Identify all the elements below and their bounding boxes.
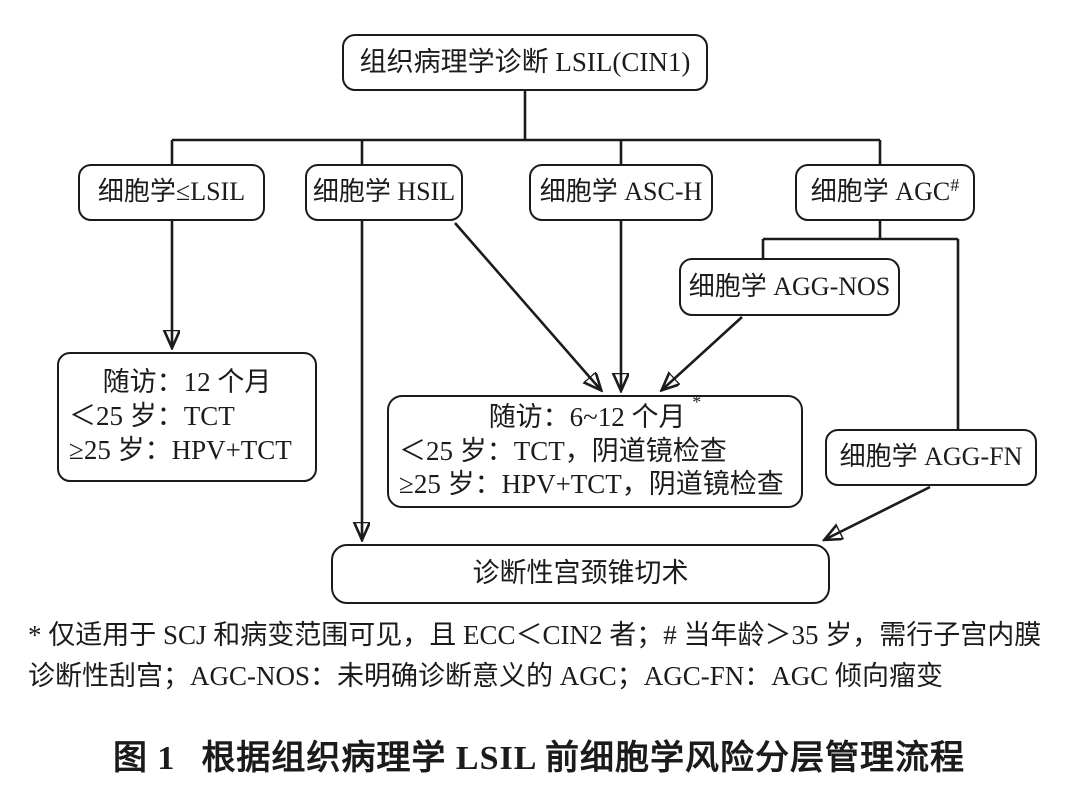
node-followup-12-months: 随访：12 个月 ＜25 岁：TCT ≥25 岁：HPV+TCT: [57, 352, 317, 482]
superscript-asterisk: *: [692, 391, 702, 412]
followup612-line1: 随访：6~12 个月 *: [399, 393, 791, 435]
footnote-line1: * 仅适用于 SCJ 和病变范围可见，且 ECC＜CIN2 者；# 当年龄＞35…: [28, 620, 1042, 650]
node-cytology-agg-nos: 细胞学 AGG-NOS: [679, 258, 900, 316]
node-label: 细胞学≤LSIL: [97, 177, 246, 207]
node-label: 细胞学 ASC-H: [539, 177, 703, 207]
node-label: 细胞学 AGG-NOS: [688, 271, 891, 301]
node-label: 细胞学 AGC: [810, 177, 951, 207]
node-cytology-agc: 细胞学 AGC#: [795, 164, 975, 221]
followup612-line1-text: 随访：6~12 个月: [488, 401, 686, 432]
figure-caption: 图 1 根据组织病理学 LSIL 前细胞学风险分层管理流程: [0, 730, 1078, 779]
arrow-aggfn-to-conization: [826, 485, 931, 539]
node-followup-6-12-months: 随访：6~12 个月 * ＜25 岁：TCT，阴道镜检查 ≥25 岁：HPV+T…: [387, 393, 803, 508]
figure-caption-text: 根据组织病理学 LSIL 前细胞学风险分层管理流程: [201, 740, 966, 777]
followup12-line2: ＜25 岁：TCT: [69, 401, 235, 432]
node-cytology-agg-fn: 细胞学 AGG-FN: [825, 429, 1037, 486]
node-cytology-le-lsil: 细胞学≤LSIL: [78, 164, 265, 221]
node-label: 组织病理学诊断 LSIL(CIN1): [359, 46, 691, 77]
node-diagnostic-conization: 诊断性宫颈锥切术: [331, 544, 830, 604]
node-histopathology-lsil: 组织病理学诊断 LSIL(CIN1): [342, 34, 708, 91]
followup12-line1: 随访：12 个月: [102, 367, 272, 398]
arrow-hsil-to-followup612: [454, 222, 600, 389]
node-label: 细胞学 AGG-FN: [839, 442, 1023, 472]
node-cytology-hsil: 细胞学 HSIL: [305, 164, 463, 221]
footnote-line2: 诊断性刮宫；AGC-NOS：未明确诊断意义的 AGC；AGC-FN：AGC 倾向…: [28, 661, 944, 691]
followup612-line3: ≥25 岁：HPV+TCT，阴道镜检查: [399, 469, 784, 500]
figure-caption-label: 图 1: [112, 740, 176, 777]
node-label: 诊断性宫颈锥切术: [472, 558, 689, 589]
followup612-line2: ＜25 岁：TCT，阴道镜检查: [399, 435, 727, 466]
arrow-aggnos-to-followup612: [663, 316, 743, 389]
node-label: 细胞学 HSIL: [312, 177, 456, 207]
followup12-line3: ≥25 岁：HPV+TCT: [69, 434, 292, 465]
node-cytology-asc-h: 细胞学 ASC-H: [529, 164, 713, 221]
figure-footnote: * 仅适用于 SCJ 和病变范围可见，且 ECC＜CIN2 者；# 当年龄＞35…: [28, 615, 1068, 697]
